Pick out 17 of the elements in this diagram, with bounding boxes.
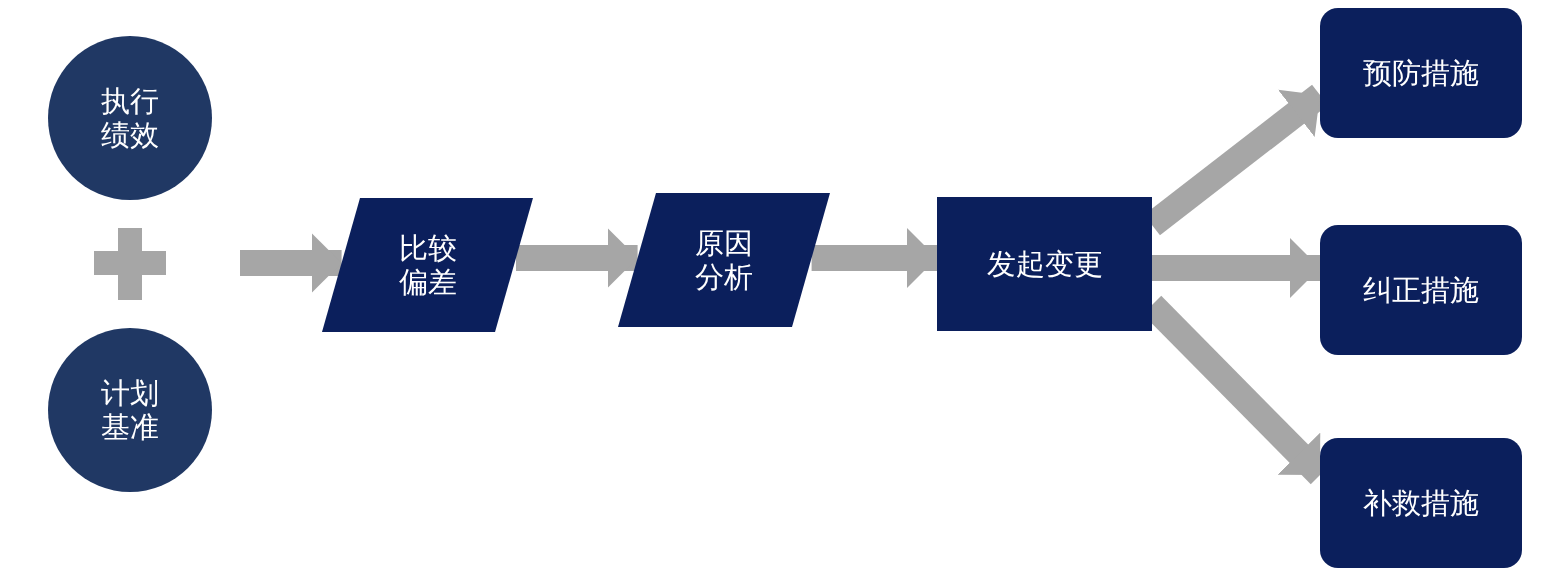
node-label: 计划基准 bbox=[100, 376, 160, 444]
arrow bbox=[811, 228, 937, 288]
node-label: 发起变更 bbox=[985, 247, 1104, 281]
arrow bbox=[240, 233, 342, 293]
rounded-box bbox=[1320, 438, 1522, 568]
node-label: 补救措施 bbox=[1362, 486, 1480, 520]
rounded-box bbox=[1320, 8, 1522, 138]
arrow bbox=[516, 228, 638, 288]
node-label: 原因分析 bbox=[694, 226, 754, 294]
rounded-box bbox=[1320, 225, 1522, 355]
node-label: 执行绩效 bbox=[100, 84, 160, 152]
node-label: 纠正措施 bbox=[1362, 273, 1480, 307]
parallelogram bbox=[618, 193, 830, 327]
parallelogram bbox=[322, 198, 533, 332]
node-label: 预防措施 bbox=[1362, 56, 1480, 90]
node-label: 比较偏差 bbox=[397, 231, 458, 299]
process-box bbox=[937, 197, 1152, 331]
